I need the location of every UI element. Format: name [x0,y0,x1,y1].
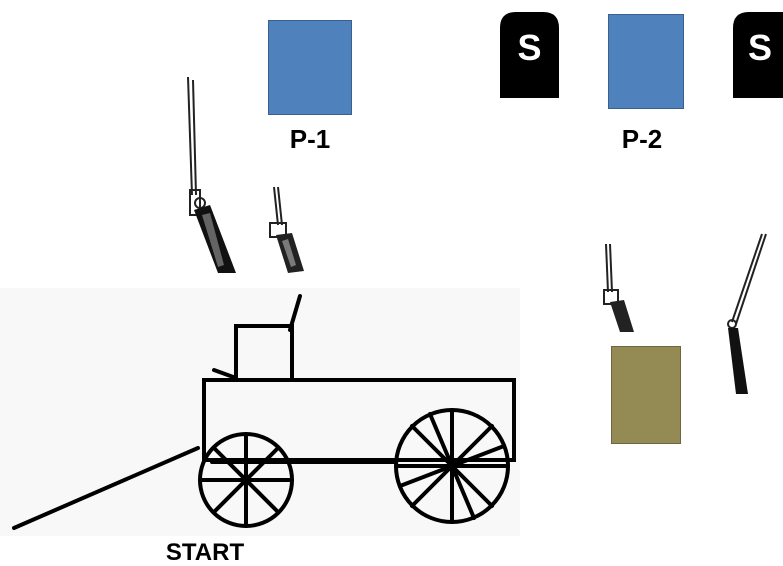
steel-plate-2[interactable]: S [733,12,783,98]
start-label: START [165,539,245,566]
steel-plate-1[interactable]: S [500,12,559,98]
shotgun-icon [722,232,772,397]
paper-target-p1[interactable] [268,20,352,115]
paper-target-p2[interactable] [608,14,684,109]
pistol-icon [600,242,640,334]
shotgun-target[interactable] [611,346,681,444]
steel-letter: S [748,27,772,68]
steel-letter: S [517,27,541,68]
wagon-icon [0,290,520,540]
rifle-icon [180,75,240,275]
pistol-icon [258,185,308,275]
p1-label: P-1 [289,124,331,154]
p2-label: P-2 [621,124,663,154]
